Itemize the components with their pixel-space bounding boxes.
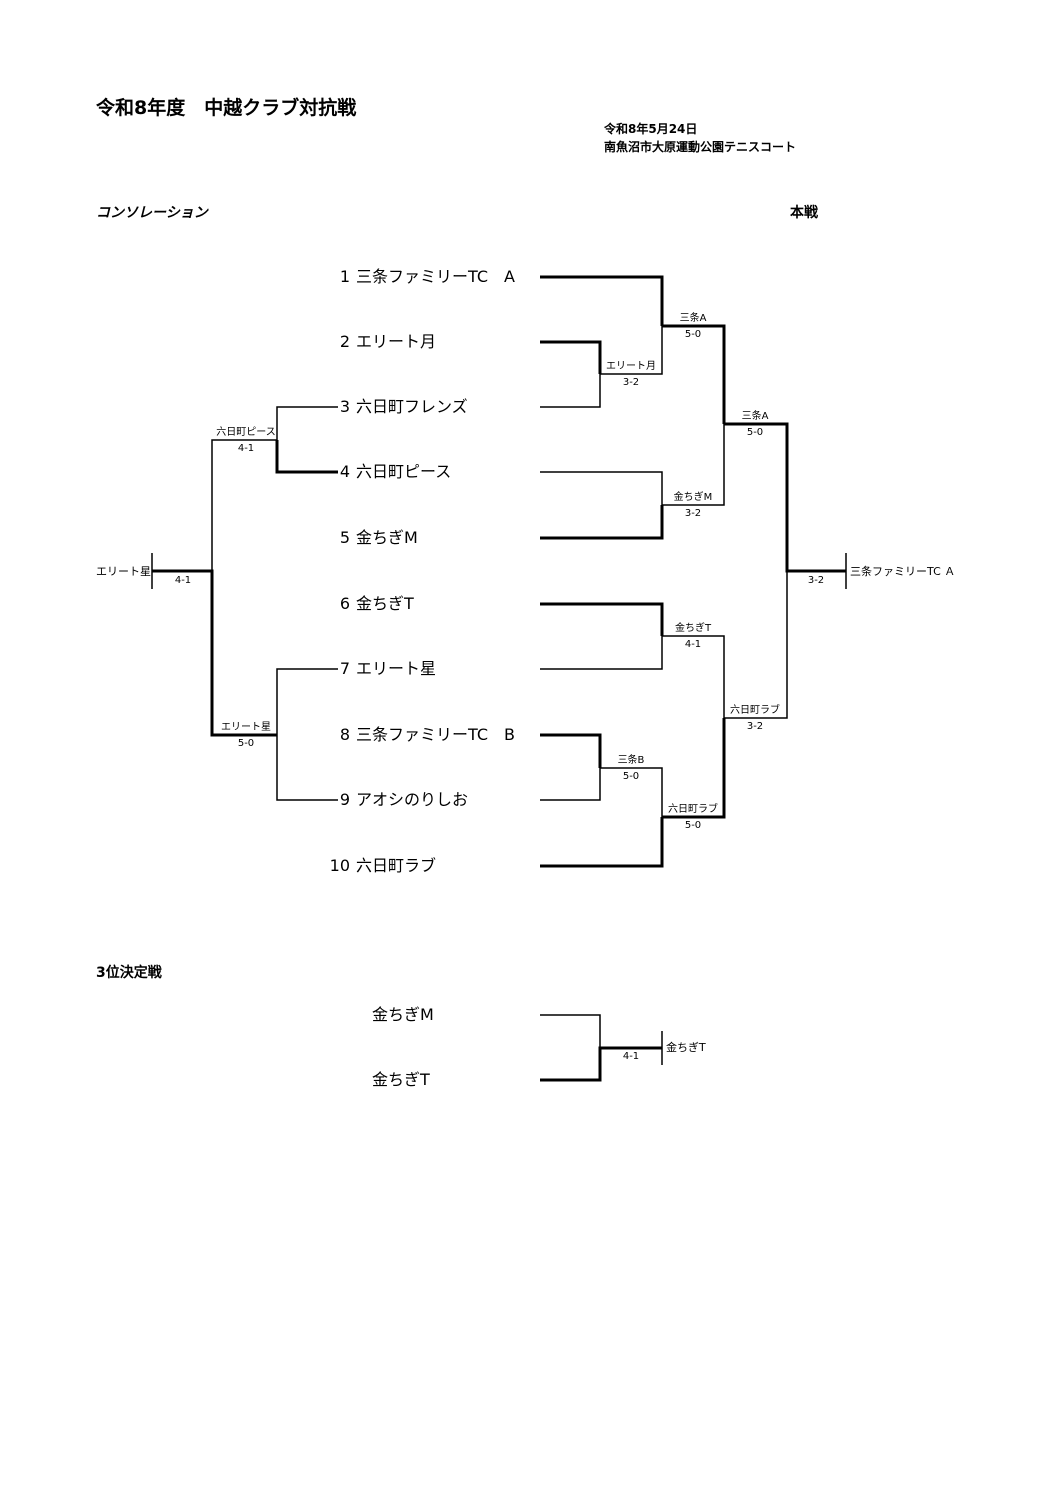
bracket-line	[540, 340, 602, 374]
bracket-line	[724, 422, 846, 573]
bracket-line	[662, 325, 725, 506]
match-score: 5-0	[622, 771, 640, 782]
bracket-line	[540, 471, 663, 539]
match-score: 3-2	[746, 721, 764, 732]
bracket-line	[540, 1046, 662, 1082]
match-score: 5-0	[684, 820, 702, 831]
match-winner: 六日町ラブ	[730, 705, 780, 716]
match-winner: エリート星	[221, 722, 271, 733]
bracket-line	[540, 602, 664, 636]
consolation-winner: エリート星	[96, 565, 151, 578]
page-title: 令和8年度 中越クラブ対抗戦	[96, 97, 357, 119]
bracket-line	[276, 406, 338, 473]
bracket-line	[540, 817, 664, 868]
bracket-line	[662, 635, 725, 818]
bracket-line	[275, 440, 338, 474]
match-winner: 三条A	[741, 411, 769, 422]
bracket-line	[540, 734, 601, 801]
bracket-line	[540, 733, 602, 768]
bracket-line	[540, 1014, 601, 1081]
match-score: 4-1	[237, 443, 255, 454]
third-place-winner: 金ちぎT	[666, 1041, 706, 1054]
bracket-line	[211, 439, 277, 736]
match-winner: 金ちぎM	[673, 492, 713, 503]
bracket-line	[540, 505, 664, 540]
third-place-score: 4-1	[622, 1051, 640, 1062]
third-place-heading: 3位決定戦	[96, 965, 162, 981]
match-score: 5-0	[237, 738, 255, 749]
bracket-line	[724, 423, 788, 719]
bracket-line	[540, 767, 663, 867]
event-date: 令和8年5月24日	[604, 122, 698, 136]
consolation-heading: コンソレーション	[96, 205, 208, 221]
match-score: 5-0	[684, 329, 702, 340]
bracket-line	[540, 275, 664, 326]
match-winner: 六日町ラブ	[668, 804, 718, 815]
match-score: 5-0	[746, 427, 764, 438]
final-score: 3-2	[807, 575, 825, 586]
bracket-line	[540, 603, 663, 670]
match-winner: 三条A	[679, 313, 707, 324]
bracket-line	[662, 324, 726, 424]
champion-name: 三条ファミリーTC Ａ	[850, 565, 956, 578]
bracket-line	[662, 718, 726, 819]
third-place-team-b: 金ちぎT	[372, 1070, 430, 1089]
third-place-team-a: 金ちぎM	[372, 1005, 434, 1024]
match-score: 4-1	[684, 639, 702, 650]
match-winner: 三条B	[617, 755, 645, 766]
bracket-line	[540, 341, 601, 408]
bracket-line	[152, 569, 277, 737]
match-score: 3-2	[622, 377, 640, 388]
match-winner: エリート月	[606, 361, 656, 372]
match-winner: 金ちぎT	[674, 623, 712, 634]
match-score: 3-2	[684, 508, 702, 519]
event-venue: 南魚沼市大原運動公園テニスコート	[604, 140, 797, 154]
consolation-final-score: 4-1	[174, 575, 192, 586]
match-winner: 六日町ピース	[216, 427, 276, 438]
main-draw-heading: 本戦	[790, 205, 818, 221]
